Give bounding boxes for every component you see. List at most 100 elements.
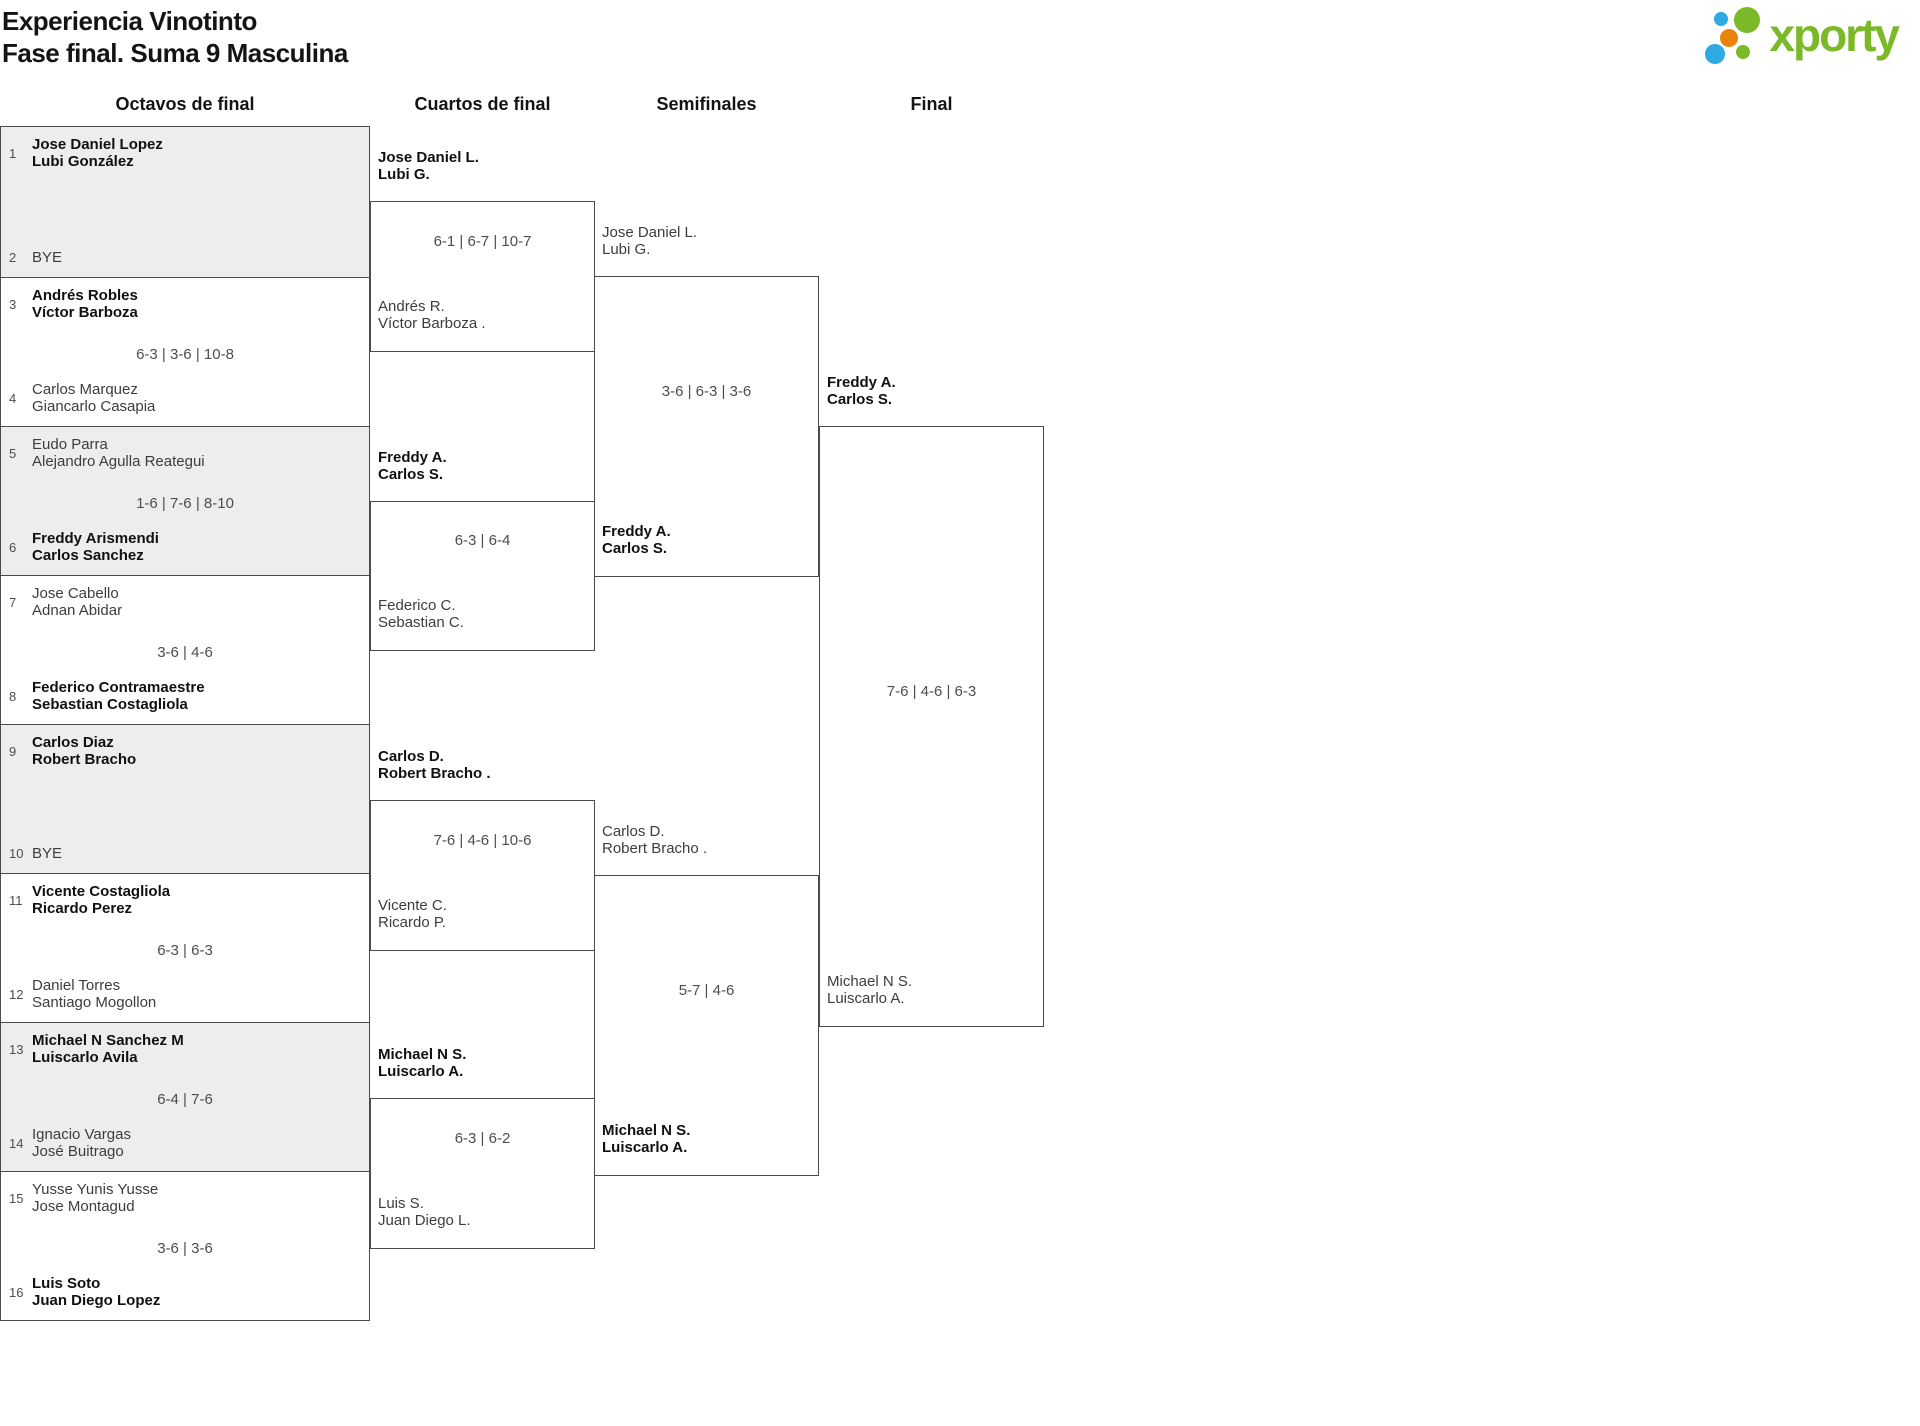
- team-name-line: Lubi G.: [378, 166, 430, 183]
- team-entry[interactable]: Michael N S.Luiscarlo A.: [827, 973, 912, 1007]
- match-score: 6-3 | 6-4: [454, 532, 511, 549]
- xporty-logo-icon: [1705, 7, 1761, 64]
- team-entry[interactable]: Jose Daniel L.Lubi G.: [602, 224, 697, 258]
- team-entry[interactable]: Carlos D.Robert Bracho .: [602, 823, 707, 857]
- match-qf-4: Michael N S.Luiscarlo A. 6-3 | 6-2 Luis …: [370, 1046, 595, 1249]
- team-name-line: Daniel Torres: [32, 977, 121, 994]
- round-header-semifinales: Semifinales: [656, 94, 757, 114]
- team-name-line: Juan Diego Lopez: [32, 1292, 161, 1309]
- seed-number: 1: [9, 145, 17, 161]
- team-entry[interactable]: Andrés R.Víctor Barboza .: [378, 298, 486, 332]
- team-name-line: Luiscarlo Avila: [32, 1049, 138, 1066]
- round-header-octavos: Octavos de final: [115, 94, 255, 114]
- team-name-line: Federico C.: [378, 597, 456, 614]
- team-entry[interactable]: Michael N S.Luiscarlo A.: [602, 1122, 690, 1156]
- seed-number: 5: [9, 445, 17, 461]
- match-score: 6-4 | 7-6: [157, 1091, 213, 1108]
- team-slot[interactable]: 10 BYE: [1, 845, 363, 862]
- phase-name: Fase final. Suma 9 Masculina: [2, 38, 348, 68]
- team-entry[interactable]: Freddy A.Carlos S.: [827, 374, 896, 408]
- match-score: 6-3 | 6-2: [454, 1129, 511, 1147]
- team-name-line: Carlos S.: [827, 391, 893, 408]
- team-name-line: Lubi G.: [602, 241, 651, 258]
- seed-number: 7: [9, 594, 17, 610]
- team-entry[interactable]: Vicente C.Ricardo P.: [378, 897, 447, 931]
- team-entry[interactable]: Jose Daniel L.Lubi G.: [378, 149, 479, 183]
- team-name-line: Freddy A.: [602, 523, 671, 540]
- team-name-line: Robert Bracho .: [378, 765, 491, 782]
- team-name-line: Santiago Mogollon: [32, 994, 157, 1011]
- match-qf-1: Jose Daniel L.Lubi G. 6-1 | 6-7 | 10-7 A…: [370, 149, 595, 352]
- match-score: 6-1 | 6-7 | 10-7: [433, 232, 532, 250]
- team-name-line: Freddy A.: [827, 374, 896, 391]
- xporty-logo[interactable]: xporty: [1692, 4, 1900, 66]
- team-name-line: Sebastian Costagliola: [32, 696, 188, 713]
- match-score: 6-3 | 3-6 | 10-8: [136, 346, 234, 363]
- team-name-line: Luis S.: [378, 1195, 424, 1212]
- team-name-line: Ignacio Vargas: [32, 1126, 131, 1143]
- round-header-final: Final: [910, 94, 953, 114]
- team-name-line: Carlos D.: [378, 748, 444, 765]
- team-name-line: Vicente Costagliola: [32, 883, 171, 900]
- match-score: 3-6 | 6-3 | 3-6: [661, 382, 752, 400]
- team-name-line: Lubi González: [32, 153, 134, 170]
- team-name-line: Michael N Sanchez M: [32, 1032, 184, 1049]
- seed-number: 8: [9, 688, 17, 704]
- team-name-line: Alejandro Agulla Reategui: [32, 453, 205, 470]
- match-score: 5-7 | 4-6: [678, 981, 735, 999]
- team-name-line: Luiscarlo A.: [602, 1139, 688, 1156]
- seed-number: 11: [9, 892, 23, 908]
- match-score: 7-6 | 4-6 | 10-6: [433, 831, 532, 849]
- team-name-line: Michael N S.: [378, 1046, 467, 1063]
- tournament-name: Experiencia Vinotinto: [2, 6, 257, 36]
- match-qf-3: Carlos D.Robert Bracho . 7-6 | 4-6 | 10-…: [370, 748, 595, 951]
- seed-number: 13: [9, 1041, 24, 1057]
- team-name-line: Adnan Abidar: [32, 602, 123, 619]
- team-slot[interactable]: 2 BYE: [1, 249, 363, 266]
- team-name-line: Jose Daniel L.: [378, 149, 479, 166]
- team-name-line: Jose Cabello: [32, 585, 119, 602]
- team-entry[interactable]: Michael N S.Luiscarlo A.: [378, 1046, 466, 1080]
- page-title: Experiencia Vinotinto Fase final. Suma 9…: [2, 5, 348, 69]
- seed-number: 6: [9, 539, 17, 555]
- round-header-cuartos: Cuartos de final: [414, 94, 551, 114]
- team-entry[interactable]: Freddy A.Carlos S.: [602, 523, 671, 557]
- team-entry[interactable]: Federico C.Sebastian C.: [378, 597, 464, 631]
- team-entry[interactable]: Carlos D.Robert Bracho .: [378, 748, 491, 782]
- team-name-line: BYE: [32, 845, 63, 862]
- team-name-line: Sebastian C.: [378, 614, 464, 631]
- seed-number: 9: [9, 743, 17, 759]
- team-name-line: Jose Daniel L.: [602, 224, 698, 241]
- team-name-line: Carlos D.: [602, 823, 665, 840]
- team-name-line: Freddy Arismendi: [32, 530, 159, 547]
- team-name-line: Carlos S.: [378, 466, 444, 483]
- seed-number: 2: [9, 250, 17, 265]
- match-score: 3-6 | 4-6: [157, 644, 213, 661]
- team-entry[interactable]: Freddy A.Carlos S.: [378, 449, 447, 483]
- team-entry[interactable]: Luis S.Juan Diego L.: [378, 1195, 471, 1229]
- team-name-line: Giancarlo Casapia: [32, 398, 156, 415]
- team-name-line: Michael N S.: [827, 973, 913, 990]
- team-name-line: Luiscarlo A.: [827, 990, 905, 1007]
- match-sf-1: Jose Daniel L.Lubi G. 3-6 | 6-3 | 3-6 Fr…: [594, 224, 819, 577]
